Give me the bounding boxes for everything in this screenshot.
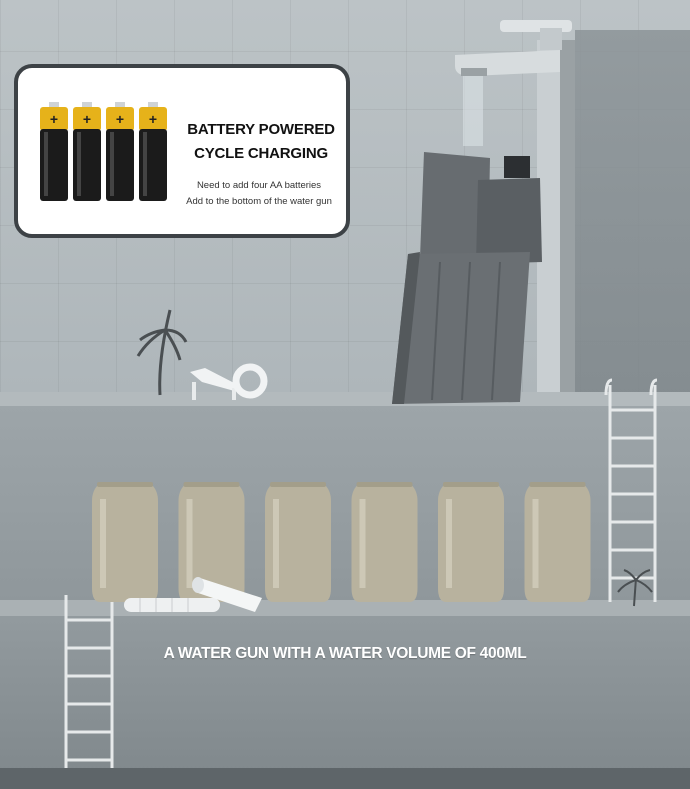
can-icon — [92, 482, 158, 602]
palm-tree-icon — [136, 309, 188, 396]
can-icon — [351, 482, 418, 602]
can-row — [92, 482, 591, 602]
battery-info-card: + + + + BATTERY POWERED CYCLE CHARGING Need… — [14, 64, 350, 238]
aa-battery-icon: + — [40, 102, 68, 201]
card-note: Need to add four AA batteries Add to the… — [170, 178, 348, 210]
headline: A WATER GUN WITH A WATER VOLUME OF 400ML — [163, 645, 527, 662]
beach-chair-icon — [190, 363, 268, 400]
aa-battery-icon: + — [139, 102, 167, 201]
can-icon — [524, 482, 591, 602]
floor-strip — [0, 768, 690, 789]
card-note-line1: Need to add four AA batteries — [196, 180, 322, 191]
aa-battery-icon: + — [106, 102, 134, 201]
plus-icon: + — [83, 111, 91, 127]
lower-ledge — [0, 600, 690, 789]
card-title-line2: CYCLE CHARGING — [194, 145, 328, 162]
card-title: BATTERY POWERED CYCLE CHARGING — [176, 118, 346, 166]
plus-icon: + — [50, 111, 58, 127]
battery-group: + + + + — [40, 102, 167, 201]
can-icon — [178, 482, 245, 602]
palm-tree-icon — [617, 569, 653, 607]
ladder-icon — [604, 378, 658, 602]
card-title-line1: BATTERY POWERED — [187, 121, 335, 138]
faucet-icon — [455, 20, 575, 392]
faucet-shadow — [575, 30, 690, 400]
plus-icon: + — [116, 111, 124, 127]
water-gun-icon — [392, 152, 542, 404]
battery-tube-icon — [124, 577, 262, 612]
can-icon — [265, 482, 331, 602]
plus-icon: + — [149, 111, 157, 127]
can-icon — [438, 482, 504, 602]
aa-battery-icon: + — [73, 102, 101, 201]
ladder-icon — [64, 595, 114, 768]
card-note-line2: Add to the bottom of the water gun — [186, 196, 332, 207]
